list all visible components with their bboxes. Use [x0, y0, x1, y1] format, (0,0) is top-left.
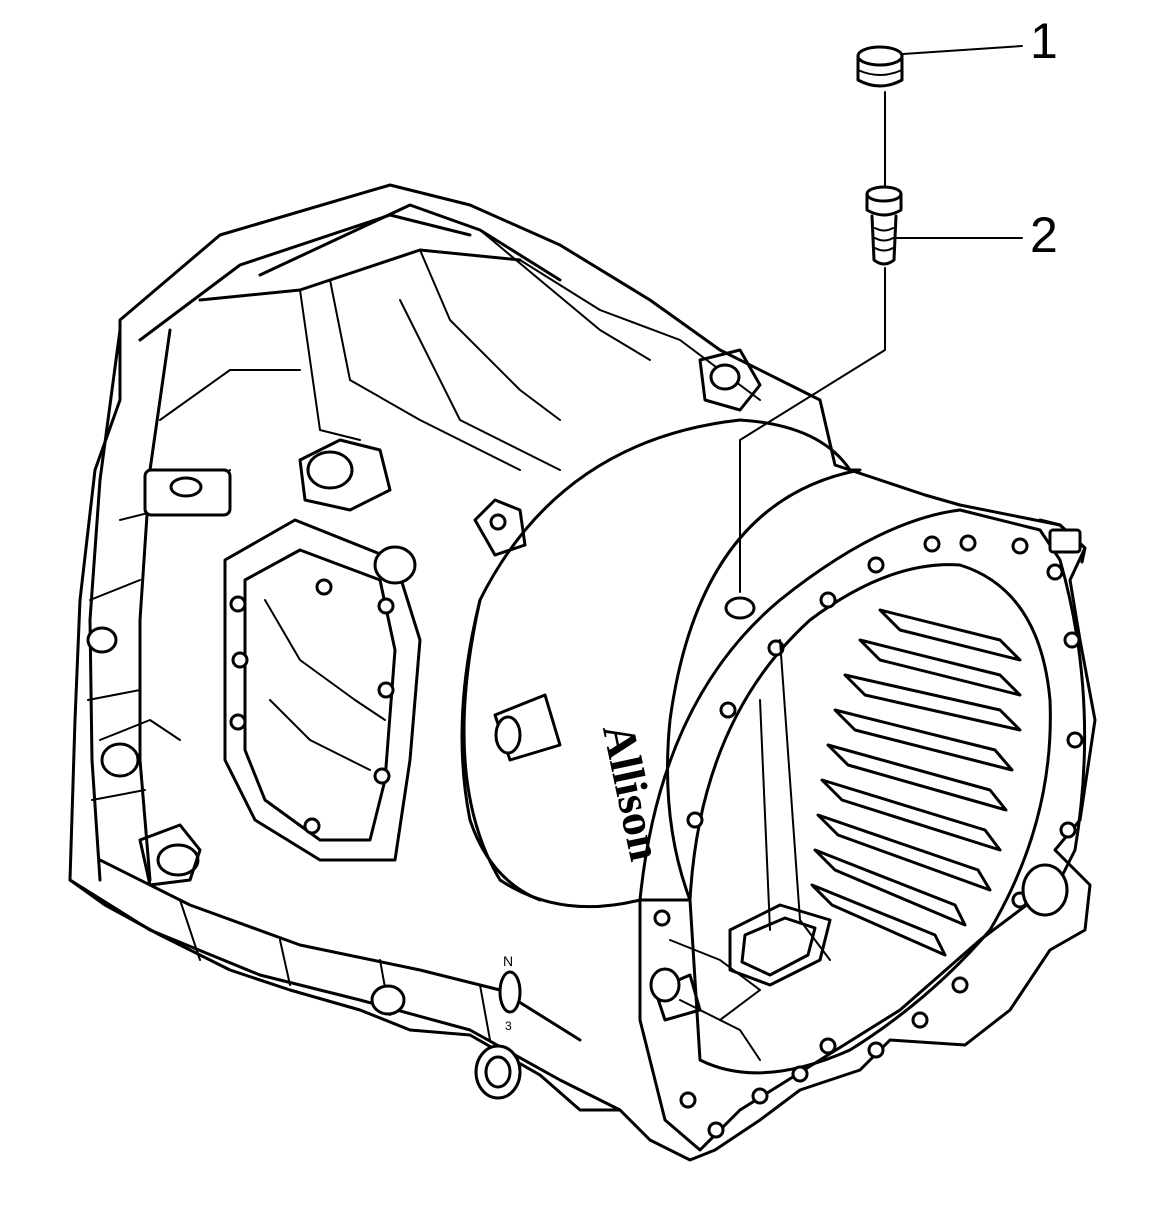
callout-2: 2: [896, 207, 1058, 263]
tag-mark-3: 3: [505, 1019, 512, 1033]
tag-mark-n: N: [503, 953, 513, 969]
plug-part: [856, 45, 904, 88]
callout-number-1: 1: [1030, 13, 1058, 69]
transmission-case: Allison: [68, 183, 1097, 1162]
internal-splines: [759, 608, 1022, 961]
case-tag: N 3: [498, 953, 522, 1033]
fitting-part: [865, 185, 903, 266]
callout-1: 1: [902, 13, 1058, 69]
leader-line-1: [902, 45, 1023, 55]
callout-number-2: 2: [1030, 207, 1058, 263]
flange-bolt-holes: [653, 534, 1084, 1139]
